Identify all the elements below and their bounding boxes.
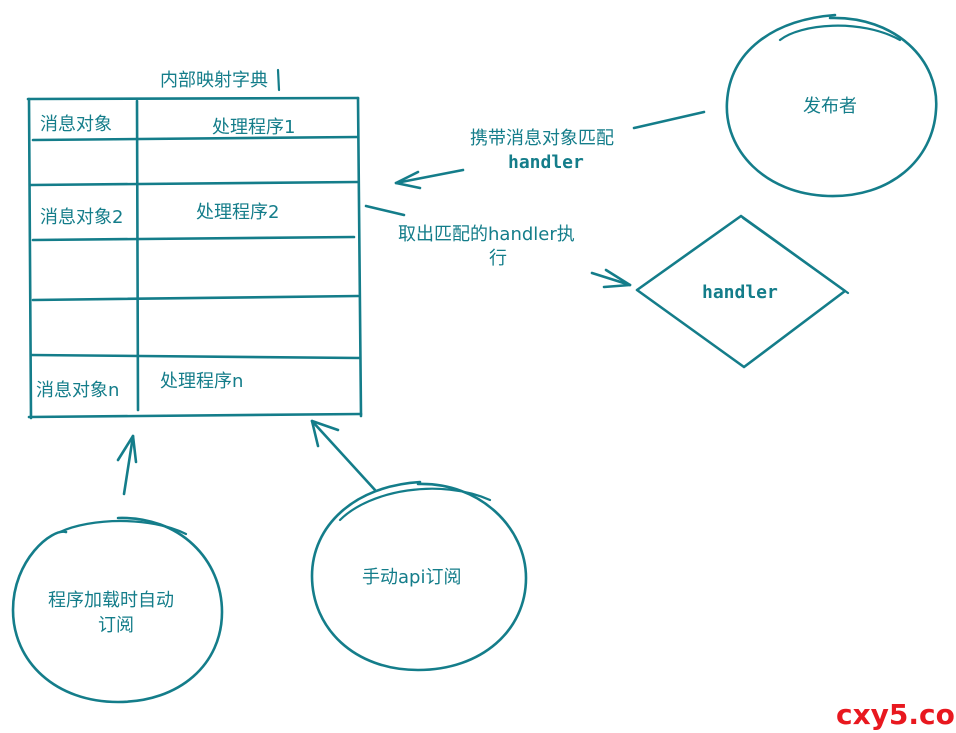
table-border-top (26, 96, 360, 101)
publisher-circle-retrace (778, 24, 902, 42)
table-row-6-key: 消息对象n (36, 380, 119, 401)
publisher-node: 发布者 (725, 13, 938, 198)
manual-subscribe-node: 手动api订阅 (310, 480, 528, 672)
table-column-divider (135, 99, 140, 412)
manual-subscribe-circle-retrace (338, 487, 492, 522)
handler-diamond-retrace (741, 216, 850, 295)
auto-subscribe-node: 程序加载时自动 订阅 (11, 516, 224, 704)
handler-node: handler (635, 214, 850, 369)
table-row-divider (29, 353, 362, 360)
arrow-handler-label-line2: 行 (489, 248, 507, 269)
arrow-handler-lower-segment (590, 271, 632, 287)
table-border-bottom (27, 412, 363, 419)
arrow-publisher-upper-segment (632, 110, 706, 130)
table-row-divider (29, 180, 360, 187)
handler-label: handler (702, 282, 778, 303)
arrow-manual-subscribe-to-table (310, 419, 377, 492)
table-border-left (27, 97, 33, 420)
arrow-publisher-lower-segment (394, 168, 465, 185)
table-row-6-value: 处理程序n (160, 371, 243, 392)
arrow-auto-shaft (122, 434, 135, 496)
table-row-3-key: 消息对象2 (40, 207, 123, 228)
table-row-3-value: 处理程序2 (196, 202, 279, 223)
arrow-publisher-label-line1: 携带消息对象匹配 (470, 128, 614, 149)
table-title: 内部映射字典 (160, 70, 268, 91)
auto-subscribe-label-line1: 程序加载时自动 (48, 590, 174, 611)
table-title-tick (276, 68, 281, 92)
publisher-label: 发布者 (803, 96, 857, 117)
arrow-auto-head (116, 434, 138, 464)
manual-subscribe-circle (310, 480, 528, 672)
arrow-publisher-label-line2: handler (508, 152, 584, 173)
auto-subscribe-circle-retrace (58, 519, 188, 536)
table-row-divider (31, 294, 360, 302)
table-row-1-key: 消息对象 (40, 114, 112, 135)
arrow-manual-head (310, 419, 340, 448)
manual-subscribe-label: 手动api订阅 (362, 567, 461, 588)
arrow-publisher-to-table: 携带消息对象匹配 handler (394, 110, 706, 190)
arrow-handler-head (602, 268, 632, 289)
watermark: cxy5.com (836, 698, 956, 731)
mapping-table: 内部映射字典 消息对象 处理程序1 消息对象2 处理程序2 消息对象n 处理程序… (26, 68, 363, 420)
table-row-divider (31, 135, 360, 142)
arrow-publisher-head (394, 170, 422, 190)
arrow-table-to-handler: 取出匹配的handler执 行 (364, 204, 632, 289)
auto-subscribe-label-line2: 订阅 (98, 615, 134, 636)
table-row-divider (31, 235, 356, 242)
arrow-manual-shaft (310, 419, 377, 492)
arrow-auto-subscribe-to-table (116, 434, 138, 496)
publisher-circle (725, 13, 938, 198)
table-row-1-value: 处理程序1 (212, 117, 295, 138)
arrow-handler-upper-segment (364, 204, 406, 217)
arrow-handler-label-line1: 取出匹配的handler执 (398, 224, 575, 245)
auto-subscribe-circle (11, 516, 224, 704)
table-border-right (356, 96, 363, 418)
